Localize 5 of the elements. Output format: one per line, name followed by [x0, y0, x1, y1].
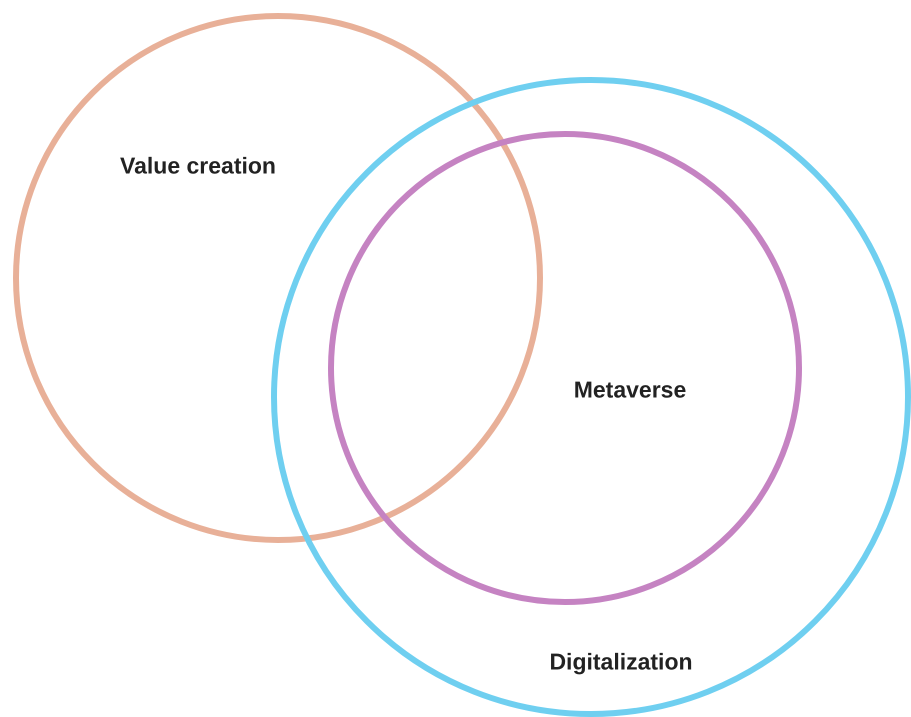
- venn-circle: [13, 13, 543, 543]
- set-label: Metaverse: [574, 376, 686, 404]
- set-label: Digitalization: [549, 648, 693, 676]
- venn-circle: [328, 131, 802, 605]
- set-label: Value creation: [120, 152, 276, 180]
